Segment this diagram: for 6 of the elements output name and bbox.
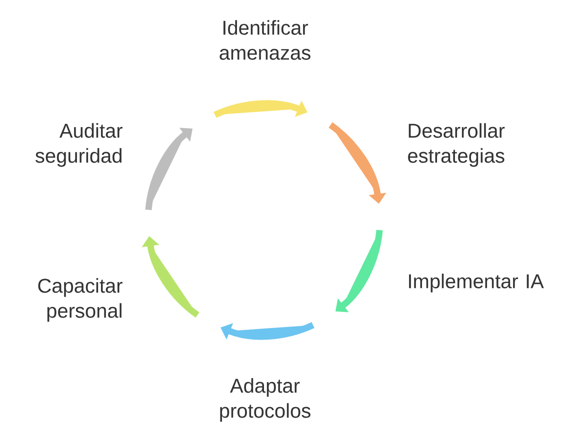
- step-label: Auditar seguridad: [36, 123, 122, 167]
- step-label: Capacitar personal: [38, 278, 122, 322]
- step-label: Adaptar protocolos: [220, 378, 310, 422]
- step-label: Implementar IA: [409, 274, 544, 292]
- step-label: Identificar amenazas: [220, 20, 310, 60]
- step-label: Desarrollar estrategias: [408, 123, 505, 167]
